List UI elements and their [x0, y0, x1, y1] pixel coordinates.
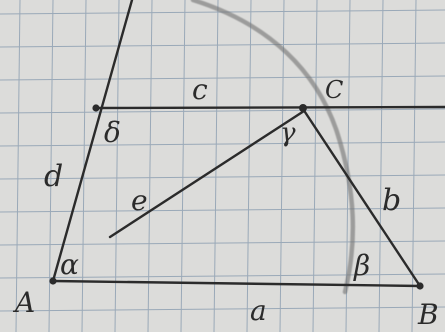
grid-vertical-line [312, 0, 318, 332]
grid-vertical-line [114, 0, 120, 332]
grid-vertical-line [15, 0, 21, 332]
side-a-label: a [250, 294, 267, 327]
grid-horizontal-line [0, 306, 445, 312]
side-b-line [301, 107, 422, 288]
grid-horizontal-line [0, 240, 445, 246]
angle-delta-label: δ [104, 116, 121, 149]
grid-vertical-line [147, 0, 153, 332]
vertex-c-label: C [325, 76, 343, 104]
grid-horizontal-line [0, 174, 445, 180]
side-b-label: b [382, 183, 401, 218]
angle-gamma-label: γ [280, 118, 296, 148]
angle-beta-label: β [353, 249, 370, 282]
grid-vertical-line [213, 0, 219, 332]
vertex-d-dot [92, 104, 100, 112]
vertex-c-dot [299, 104, 307, 112]
grid-horizontal-line [0, 273, 445, 279]
grid-horizontal-line [0, 42, 445, 48]
grid-horizontal-line [0, 207, 445, 213]
side-c-extension-line [93, 105, 445, 110]
vertex-dots [49, 104, 424, 290]
grid-vertical-line [81, 0, 87, 332]
diagram-labels: A B C c d e b a α β γ δ [12, 73, 439, 331]
side-e-label: e [131, 184, 148, 217]
side-d-extension-line [51, 0, 134, 283]
vertex-a-label: A [12, 286, 35, 319]
angle-alpha-label: α [60, 248, 79, 281]
grid-vertical-line [48, 0, 54, 332]
vertex-b-label: B [417, 298, 439, 331]
construction-arc [190, 0, 356, 295]
side-d-label: d [44, 159, 63, 194]
grid-horizontal-line [0, 108, 445, 114]
side-a-line [51, 279, 422, 288]
diagonal-e-line [108, 109, 306, 239]
side-c-label: c [192, 73, 208, 106]
grid-horizontal-line [0, 141, 445, 147]
vertex-a-dot [49, 277, 57, 285]
grid-vertical-line [180, 0, 186, 332]
vertex-b-dot [416, 282, 424, 290]
grid-vertical-line [378, 0, 384, 332]
grid-vertical-line [246, 0, 252, 332]
grid-vertical-line [279, 0, 285, 332]
shape-lines [51, 0, 445, 288]
grid-horizontal-line [0, 75, 445, 81]
